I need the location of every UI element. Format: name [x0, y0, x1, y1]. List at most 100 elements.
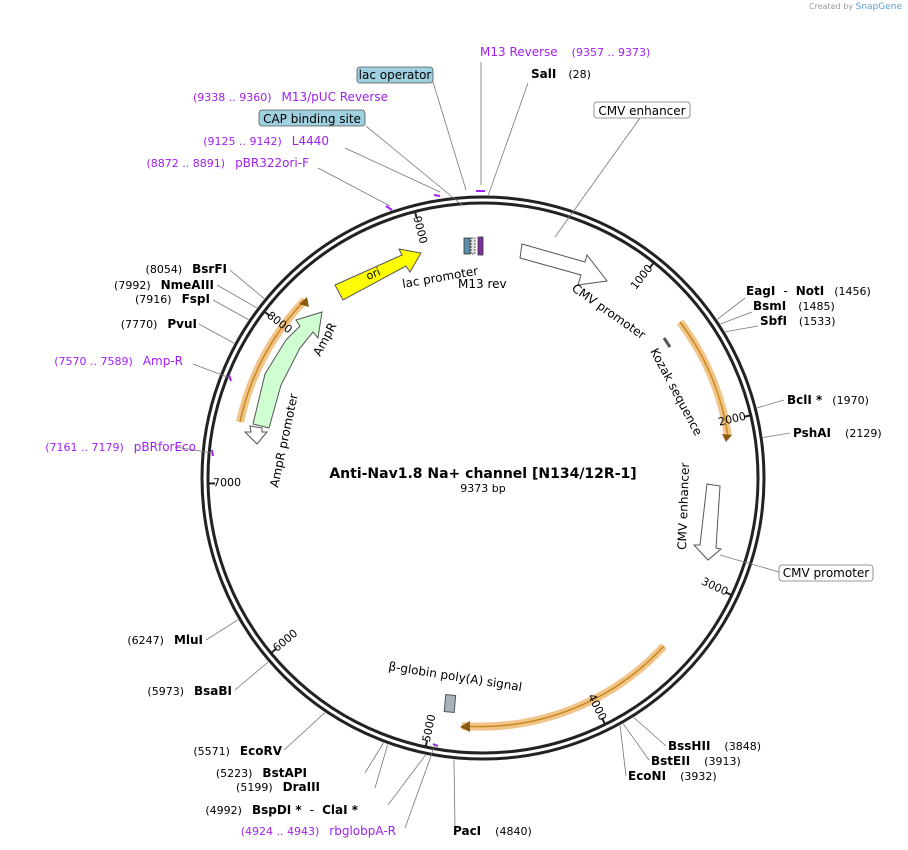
- enzyme-econi[interactable]: EcoNI (3932): [628, 769, 717, 783]
- enzyme-bsteii-name: BstEII: [651, 754, 690, 768]
- enzyme-clai-name: ClaI *: [322, 803, 359, 817]
- plasmid-size: 9373 bp: [460, 482, 505, 495]
- enzyme-bcli[interactable]: BclI *(1970): [787, 393, 869, 407]
- enzyme-bstapi-pos: (5223): [216, 767, 253, 780]
- enzyme-bsshii[interactable]: BssHII (3848): [668, 739, 761, 753]
- enzyme-paci[interactable]: PacI(4840): [453, 824, 532, 838]
- enzyme-bsabi[interactable]: (5973)BsaBI: [147, 684, 232, 698]
- primer-m13reverse-name: M13 Reverse: [480, 45, 558, 59]
- enzyme-econi-pos: (3932): [680, 770, 717, 783]
- feature-m13rev-label[interactable]: M13 rev: [458, 277, 507, 291]
- callout-leader-line: [317, 167, 391, 207]
- backbone-inner-ring: [206, 201, 760, 755]
- tick-mark-8000: [263, 310, 271, 317]
- enzyme-econi-name: EcoNI: [628, 769, 666, 783]
- enzyme-leader-line: [487, 82, 529, 196]
- enzyme-bsrfi-name: BsrFI: [192, 262, 227, 276]
- enzyme-eagi-name: EagI: [746, 284, 775, 298]
- credit-prefix: Created by: [809, 2, 854, 11]
- lac-promoter-box: [463, 237, 471, 255]
- callout-leader-line: [554, 117, 641, 238]
- enzyme-noti-name: NotI: [796, 284, 825, 298]
- leader-lines: [174, 62, 791, 829]
- primer-rbglobpa[interactable]: (4924 .. 4943)rbglobpA-R: [241, 824, 396, 838]
- enzyme-leader-line: [720, 311, 753, 325]
- enzyme-bsmi-pos: (1485): [798, 300, 835, 313]
- enzyme-sbfi-name: SbfI: [760, 314, 787, 328]
- callout-leader-line: [404, 744, 436, 829]
- orf-arrowhead-cmv: [722, 434, 732, 442]
- primer-pbrforeco[interactable]: (7161 .. 7179) pBRforEco: [45, 440, 196, 454]
- tick-mark-4000: [601, 717, 607, 725]
- primer-pbr322ori[interactable]: (8872 .. 8891)pBR322ori-F: [147, 156, 310, 170]
- enzyme-bcli-pos: (1970): [832, 394, 869, 407]
- enzyme-draiii-pos: (5199): [236, 781, 273, 794]
- enzyme-leader-line: [364, 742, 384, 774]
- ampr-promoter-arrow: [243, 425, 269, 445]
- primer-m13puc-range: (9338 .. 9360): [193, 91, 272, 104]
- lac-operator-callout[interactable]: lac operator: [359, 68, 432, 82]
- primer-pbr322ori-name: pBR322ori-F: [235, 156, 309, 170]
- callout-leader-line: [719, 554, 780, 573]
- m13rev-box: [477, 236, 484, 256]
- enzyme-mlui-pos: (6247): [127, 634, 164, 647]
- callout-leader-line: [344, 147, 441, 193]
- enzyme-bsteii[interactable]: BstEII(3913): [651, 754, 741, 768]
- polya-signal-box: [443, 694, 457, 713]
- enzyme-leader-line: [757, 399, 785, 409]
- enzyme-fspi-name: FspI: [182, 292, 210, 306]
- tick-label-7000: 7000: [213, 476, 241, 490]
- enzyme-pshai[interactable]: PshAI(2129): [793, 426, 882, 440]
- snapgene-brand: SnapGene: [855, 2, 902, 12]
- enzyme-ecorv[interactable]: (5571)EcoRV: [193, 744, 282, 758]
- enzyme-paci-name: PacI: [453, 824, 481, 838]
- primer-m13puc[interactable]: (9338 .. 9360)M13/pUC Reverse: [193, 90, 388, 104]
- enzyme-bsmi[interactable]: BsmI (1485): [753, 299, 835, 313]
- primer-pbrforeco-name: pBRforEco: [134, 440, 196, 454]
- feature-ori-label[interactable]: ori: [364, 265, 382, 282]
- enzyme-draiii[interactable]: (5199)DraIII: [236, 780, 320, 794]
- enzyme-leader-line: [216, 284, 258, 309]
- enzyme-pvui[interactable]: (7770)PvuI: [121, 317, 197, 331]
- cap-site-callout[interactable]: CAP binding site: [263, 112, 361, 126]
- ori-arrow: [334, 248, 422, 301]
- primer-l4440-name: L4440: [292, 134, 329, 148]
- feature-kozak-label[interactable]: Kozak sequence: [647, 346, 705, 438]
- enzyme-bspdi-clai[interactable]: (4992)BspDI *-ClaI *: [205, 803, 358, 817]
- enzyme-bsrfi[interactable]: (8054) BsrFI: [146, 262, 227, 276]
- enzyme-nmeaiii[interactable]: (7992)NmeAIII: [114, 278, 214, 292]
- primer-ampr-range: (7570 .. 7589): [54, 355, 133, 368]
- enzyme-bstapi[interactable]: (5223)BstAPI: [216, 766, 307, 780]
- cmv-enhancer-callout-box: [593, 101, 691, 119]
- tick-mark-5000: [424, 739, 429, 748]
- enzyme-eagi-noti[interactable]: EagI-NotI(1456): [746, 284, 871, 298]
- cmv-promoter-callout[interactable]: CMV promoter: [783, 566, 870, 580]
- cap-site-callout-box: [258, 109, 366, 127]
- enzyme-sali[interactable]: SalI(28): [531, 67, 591, 81]
- callout-leader-line: [432, 81, 467, 191]
- enzyme-bsmi-name: BsmI: [753, 299, 786, 313]
- enzyme-leader-line: [234, 661, 269, 691]
- enzyme-sbfi[interactable]: SbfI(1533): [760, 314, 836, 328]
- enzyme-mlui[interactable]: (6247)MluI: [127, 633, 203, 647]
- enzyme-leader-line: [453, 759, 456, 827]
- feature-cmv-enhancer-label[interactable]: CMV enhancer: [675, 462, 692, 550]
- callout-leader-line: [174, 446, 214, 454]
- ampr-arrow: [252, 311, 323, 429]
- primer-pbrforeco-range: (7161 .. 7179): [45, 441, 124, 454]
- primer-l4440[interactable]: (9125 .. 9142)L4440: [203, 134, 329, 148]
- cmv-enhancer-callout[interactable]: CMV enhancer: [598, 104, 685, 118]
- feature-polya-label[interactable]: β-globin poly(A) signal: [388, 659, 523, 694]
- lac-operator-callout-box: [356, 66, 434, 84]
- tick-mark-6000: [270, 647, 277, 654]
- enzyme-bsshii-pos: (3848): [724, 740, 761, 753]
- enzyme-fspi[interactable]: (7916)FspI: [135, 292, 210, 306]
- enzyme-bsrfi-pos: (8054): [146, 263, 183, 276]
- cmv-enhancer-arrow: [692, 483, 723, 561]
- primer-m13reverse[interactable]: M13 Reverse(9357 .. 9373): [480, 45, 650, 59]
- enzyme-bsabi-pos: (5973): [147, 685, 184, 698]
- primer-ampr[interactable]: (7570 .. 7589)Amp-R: [54, 354, 183, 368]
- enzyme-bsshii-name: BssHII: [668, 739, 710, 753]
- callout-leader-line: [192, 363, 231, 379]
- enzyme-leader-line: [622, 723, 650, 761]
